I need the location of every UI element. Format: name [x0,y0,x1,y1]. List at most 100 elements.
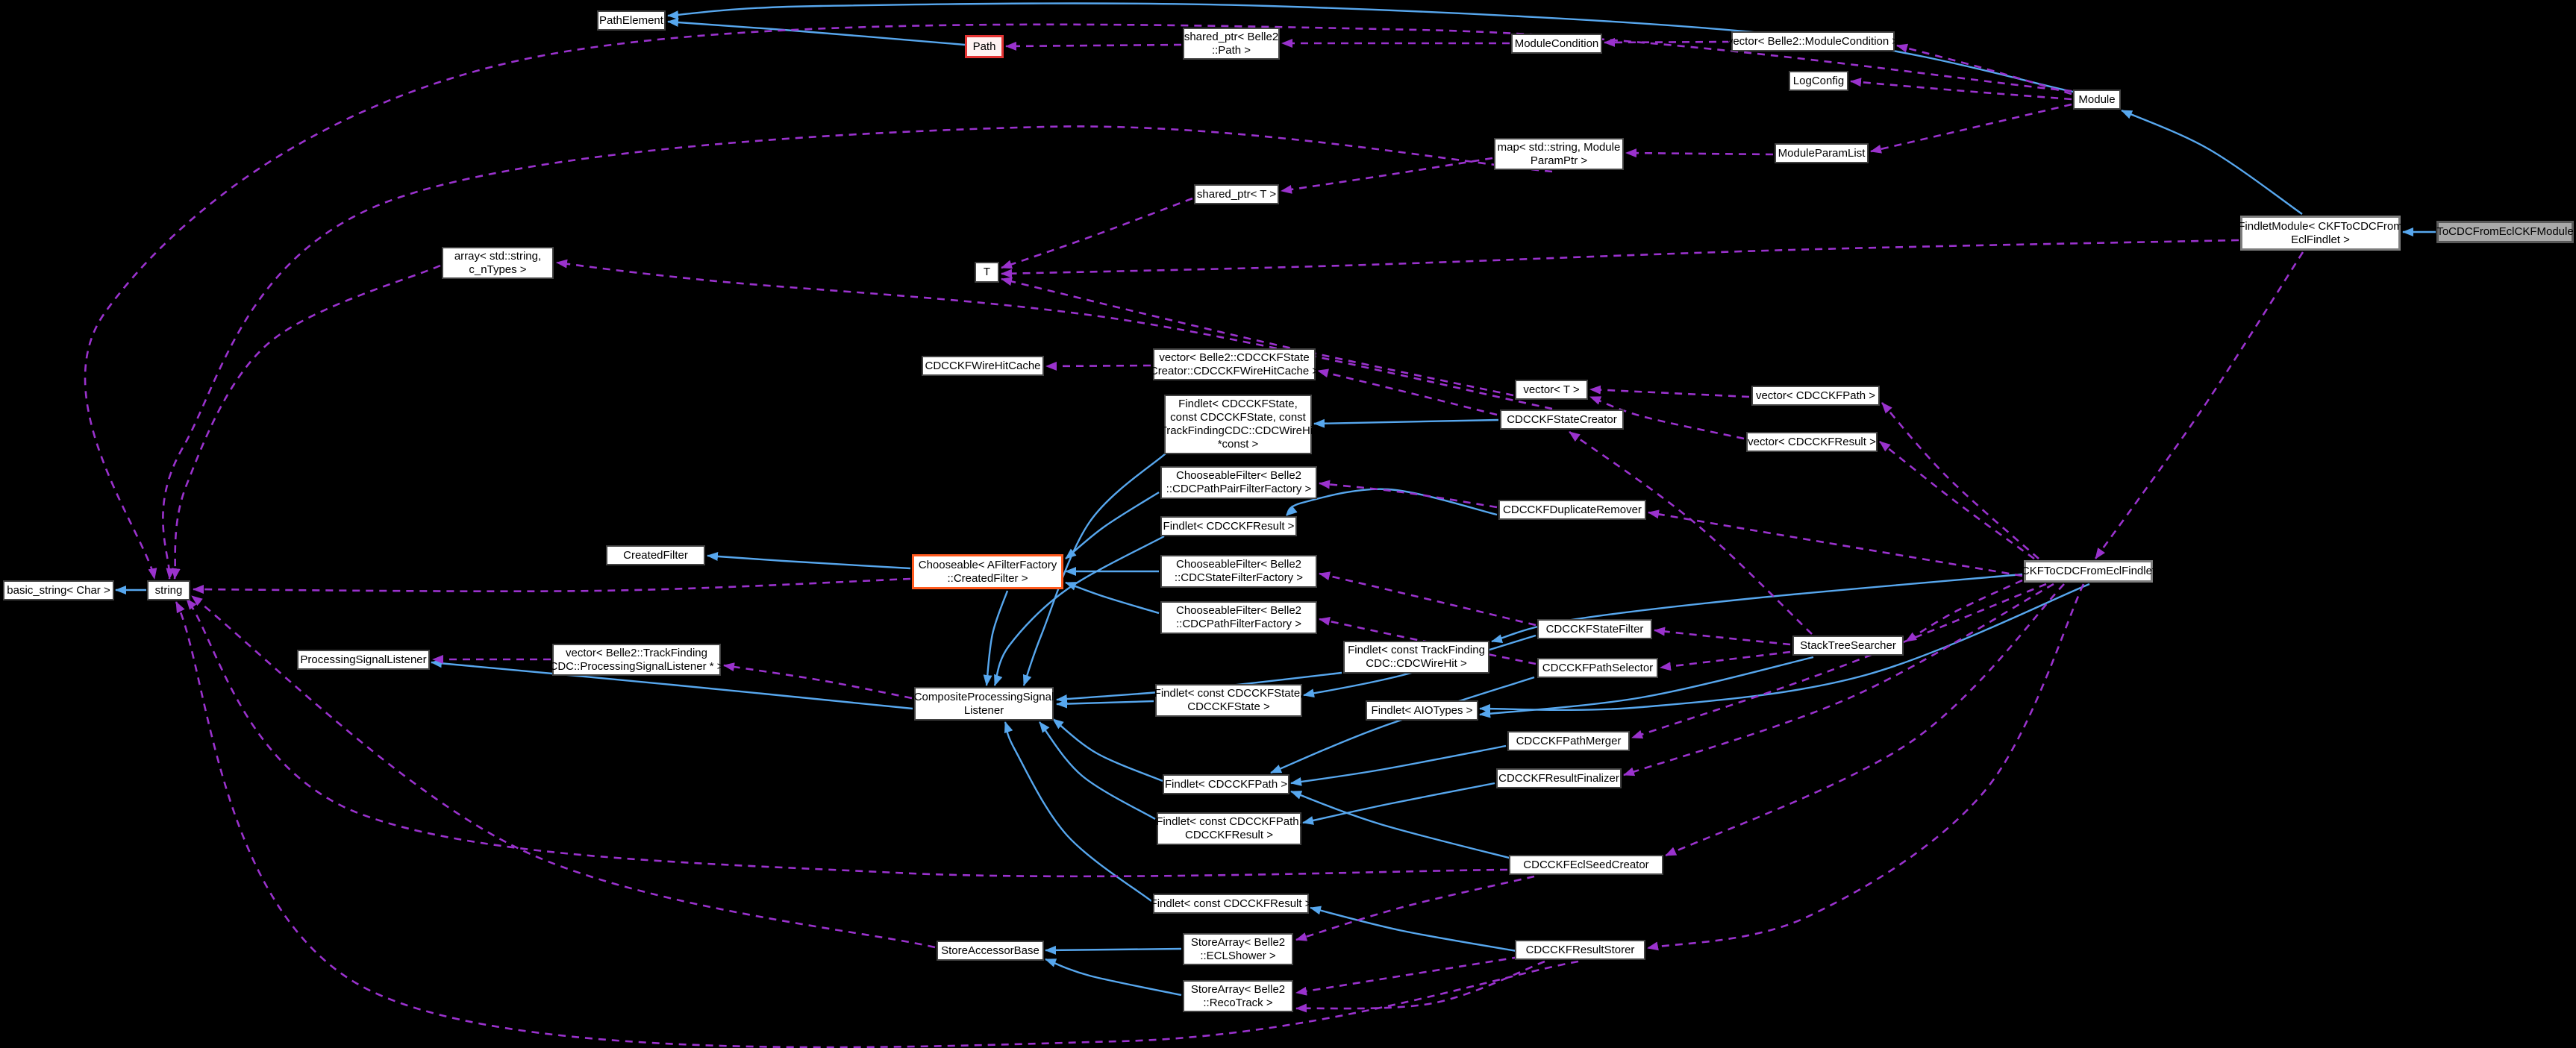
node-moduleparamlist[interactable]: ModuleParamList [1775,143,1869,163]
edge-resultfinalizer-to-findlet_path_result [1302,782,1495,825]
node-createdfilter[interactable]: CreatedFilter [606,545,705,565]
node-findlet_ckfpath[interactable]: Findlet< CDCCKFPath > [1163,774,1289,794]
node-ch_state[interactable]: ChooseableFilter< Belle2::CDCStateFilter… [1160,555,1317,588]
node-sharedptr_t[interactable]: shared_ptr< T > [1194,184,1279,204]
edge-path-to-pathelement [667,18,966,46]
node-tocdcmodule[interactable]: ToCDCFromEclCKFModule [2436,221,2574,243]
node-label-line: StoreAccessorBase [941,944,1040,957]
edge-sharedptr_t-to-t [1001,197,1193,269]
node-storeaccessor[interactable]: StoreAccessorBase [937,941,1044,961]
node-vec_modulecondition[interactable]: vector< Belle2::ModuleCondition > [1728,31,1898,51]
edge-vec_modulecondition-to-modulecondition [1604,37,1731,47]
node-label-line: vector< CDCCKFResult > [1748,435,1876,448]
node-modulecondition[interactable]: ModuleCondition [1511,34,1602,54]
node-label-line: StackTreeSearcher [1800,638,1896,652]
node-label-line: Creator::CDCCKFWireHitCache > [1149,364,1319,377]
edge-map_paramptr-to-sharedptr_t [1281,157,1493,194]
node-findlet_state_state[interactable]: Findlet< const CDCCKFState,CDCCKFState > [1154,684,1303,717]
node-pathselector[interactable]: CDCCKFPathSelector [1537,658,1658,678]
node-string[interactable]: string [147,580,190,600]
node-label-line: Path [972,40,996,53]
node-logconfig[interactable]: LogConfig [1789,71,1848,91]
node-label-line: ChooseableFilter< Belle2 [1175,558,1302,571]
node-statefilter[interactable]: CDCCKFStateFilter [1537,619,1652,639]
edge-resultstorer-to-findlet_const_result [1310,906,1522,953]
node-path[interactable]: Path [965,35,1004,58]
node-storearray_ecl[interactable]: StoreArray< Belle2::ECLShower > [1183,933,1293,965]
node-label-line: ProcessingSignalListener [300,653,427,666]
edge-statecreator-to-array_string [556,259,1553,410]
node-label-line: T [983,266,991,278]
edge-chooseable-to-string [193,577,911,594]
node-label-line: Chooseable< AFilterFactory [918,558,1057,571]
node-label-line: vector< Belle2::TrackFinding [566,646,707,659]
edge-ch_path-to-chooseable [1065,581,1160,615]
edge-cpsl-to-psl [431,659,913,710]
node-statecreator[interactable]: CDCCKFStateCreator [1500,410,1624,430]
node-ch_path[interactable]: ChooseableFilter< Belle2::CDCPathFilterF… [1160,601,1317,634]
node-findlet_path_result[interactable]: Findlet< const CDCCKFPath,CDCCKFResult > [1156,812,1302,845]
node-basicstring[interactable]: basic_string< Char > [3,580,114,600]
node-ckffindlet[interactable]: CKFToCDCFromEclFindlet [2021,560,2156,583]
node-label-line: ToCDCFromEclCKFModule [2436,225,2574,238]
edge-ckffindlet-to-vec_ckfpath [1881,402,2039,559]
node-eclseedcreator[interactable]: CDCCKFEclSeedCreator [1509,855,1663,875]
node-label-line: CDCCKFPathMerger [1516,734,1622,747]
edge-findletmodule-to-module [2121,109,2303,215]
node-findlet_const_result[interactable]: Findlet< const CDCCKFResult > [1151,894,1311,914]
node-label-line: CDCCKFResult > [1185,829,1273,841]
edge-ckffindlet-to-eclseedcreator [1665,583,2065,857]
node-module[interactable]: Module [2073,90,2121,110]
node-label-line: shared_ptr< T > [1196,187,1277,201]
edge-cpsl-to-vec_psl [723,662,913,700]
node-pathelement[interactable]: PathElement [597,10,666,31]
node-stacktree[interactable]: StackTreeSearcher [1792,636,1904,656]
node-vec_ckfpath[interactable]: vector< CDCCKFPath > [1751,386,1880,406]
edge-findletmodule-to-t [1001,239,2239,278]
node-label-line: CompositeProcessingSignal [913,690,1054,703]
edge-ckffindlet-to-pathmerger [1631,583,2047,739]
edge-findlet_path_result-to-cpsl [1039,721,1156,820]
node-label-line: CKFToCDCFromEclFindlet [2021,565,2156,577]
node-findlet_sc_base[interactable]: Findlet< CDCCKFState,const CDCCKFState, … [1160,395,1316,454]
edge-moduleparamlist-to-map_paramptr [1625,148,1774,158]
edge-ckffindlet-to-stacktree [1905,579,2023,643]
node-t[interactable]: T [975,262,999,283]
node-label-line: ::CDCStateFilterFactory > [1174,571,1304,584]
node-vec_t[interactable]: vector< T > [1515,380,1588,400]
edge-eclseedcreator-to-findlet_ckfpath [1290,790,1522,862]
node-chooseable[interactable]: Chooseable< AFilterFactory::CreatedFilte… [912,554,1063,589]
node-label-line: PathElement [599,13,663,27]
node-ch_pathpair[interactable]: ChooseableFilter< Belle2::CDCPathPairFil… [1160,466,1317,499]
node-wirehitcache[interactable]: CDCCKFWireHitCache [922,356,1044,376]
node-findlet_ckfresult[interactable]: Findlet< CDCCKFResult > [1160,516,1297,536]
node-label-line: Findlet< AIOTypes > [1371,703,1473,717]
node-resultfinalizer[interactable]: CDCCKFResultFinalizer [1496,768,1622,788]
node-vec_ckfresult[interactable]: vector< CDCCKFResult > [1746,432,1878,452]
edge-vec_ckfresult-to-vec_t [1589,395,1745,440]
edge-vec_ckfpath-to-vec_t [1589,385,1750,398]
edge-ckffindlet-to-vec_ckfresult [1879,440,2035,560]
edge-findlet_sc_base-to-cpsl [1022,453,1166,686]
node-array_string[interactable]: array< std::string,c_nTypes > [442,247,554,279]
node-sharedptr_path[interactable]: shared_ptr< Belle2::Path > [1183,28,1280,60]
node-storearray_reco[interactable]: StoreArray< Belle2::RecoTrack > [1183,980,1293,1012]
node-psl[interactable]: ProcessingSignalListener [297,650,430,670]
node-label-line: ::ECLShower > [1200,949,1276,962]
node-resultstorer[interactable]: CDCCKFResultStorer [1515,940,1645,960]
node-pathmerger[interactable]: CDCCKFPathMerger [1507,731,1630,751]
node-dupremover[interactable]: CDCCKFDuplicateRemover [1498,500,1646,520]
node-label-line: c_nTypes > [469,263,527,276]
node-findlet_aiotypes[interactable]: Findlet< AIOTypes > [1366,700,1478,721]
edge-ckffindlet-to-resultstorer [1647,583,2085,951]
node-label-line: ::CreatedFilter > [947,571,1028,585]
edge-ckffindlet-to-findlet_aiotypes [1479,583,2090,713]
edge-findlet_const_result-to-cpsl [1004,721,1152,902]
edge-pathselector-to-findlet_ckfpath [1270,676,1535,774]
